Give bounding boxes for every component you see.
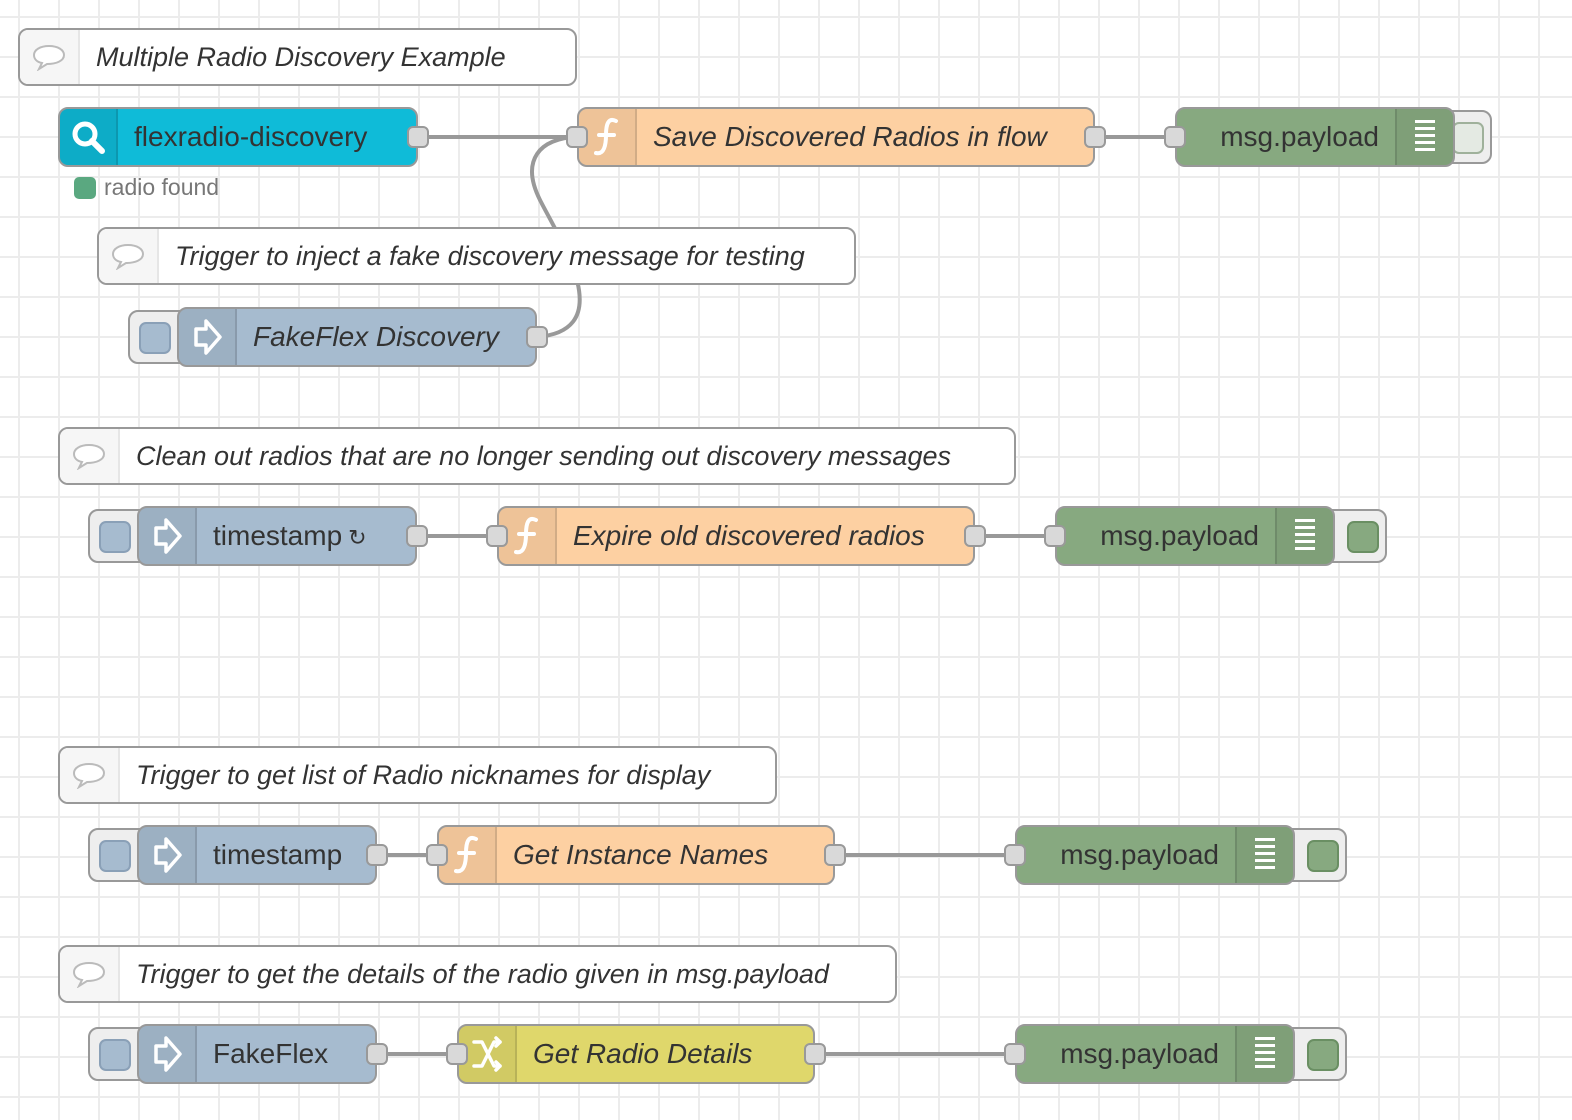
output-port[interactable] xyxy=(824,844,846,866)
debug-toggle-indicator xyxy=(1307,840,1339,872)
output-port[interactable] xyxy=(1084,126,1106,148)
debug-node[interactable]: msg.payload xyxy=(1015,825,1295,885)
node-label: msg.payload xyxy=(1100,520,1259,551)
comment-icon xyxy=(60,429,120,483)
switch-icon xyxy=(459,1026,517,1082)
comment-icon xyxy=(60,748,120,802)
input-port[interactable] xyxy=(426,844,448,866)
inject-trigger-button[interactable] xyxy=(88,1027,144,1081)
timestamp-inject-node[interactable]: timestamp xyxy=(137,825,377,885)
input-port[interactable] xyxy=(1004,1043,1026,1065)
node-label: flexradio-discovery xyxy=(134,121,368,152)
fakeflex-inject-node[interactable]: FakeFlex xyxy=(137,1024,377,1084)
debug-node[interactable]: msg.payload xyxy=(1175,107,1455,167)
node-label: msg.payload xyxy=(1060,839,1219,870)
search-icon xyxy=(60,109,118,165)
input-port[interactable] xyxy=(446,1043,468,1065)
debug-toggle-button[interactable] xyxy=(1331,509,1387,563)
timestamp-repeat-inject-node[interactable]: timestamp↻ xyxy=(137,506,417,566)
debug-node[interactable]: msg.payload xyxy=(1055,506,1335,566)
comment-icon xyxy=(20,30,80,84)
inject-arrow-icon xyxy=(139,508,197,564)
inject-trigger-indicator xyxy=(99,1039,131,1071)
comment-label: Trigger to get list of Radio nicknames f… xyxy=(136,759,711,790)
function-icon xyxy=(579,109,637,165)
output-port[interactable] xyxy=(407,126,429,148)
output-port[interactable] xyxy=(526,326,548,348)
comment-node[interactable]: Trigger to inject a fake discovery messa… xyxy=(97,227,856,285)
comment-label: Trigger to get the details of the radio … xyxy=(136,958,829,989)
inject-trigger-indicator xyxy=(99,521,131,553)
inject-trigger-button[interactable] xyxy=(88,509,144,563)
save-discovered-radios-node[interactable]: Save Discovered Radios in flow xyxy=(577,107,1095,167)
inject-trigger-button[interactable] xyxy=(88,828,144,882)
function-icon xyxy=(439,827,497,883)
debug-toggle-button[interactable] xyxy=(1291,828,1347,882)
inject-trigger-indicator xyxy=(99,840,131,872)
flexradio-discovery-node[interactable]: flexradio-discovery xyxy=(58,107,418,167)
node-label: msg.payload xyxy=(1220,121,1379,152)
node-label: timestamp↻ xyxy=(197,520,367,552)
output-port[interactable] xyxy=(366,1043,388,1065)
node-label: msg.payload xyxy=(1060,1038,1219,1069)
comment-label: Multiple Radio Discovery Example xyxy=(96,41,506,72)
status-text: radio found xyxy=(104,174,220,200)
comment-node[interactable]: Trigger to get the details of the radio … xyxy=(58,945,897,1003)
inject-arrow-icon xyxy=(139,1026,197,1082)
input-port[interactable] xyxy=(566,126,588,148)
comment-node[interactable]: Multiple Radio Discovery Example xyxy=(18,28,577,86)
fakeflex-discovery-inject-node[interactable]: FakeFlex Discovery xyxy=(177,307,537,367)
repeat-icon: ↻ xyxy=(348,525,367,550)
comment-node[interactable]: Trigger to get list of Radio nicknames f… xyxy=(58,746,777,804)
input-port[interactable] xyxy=(486,525,508,547)
debug-toggle-indicator xyxy=(1347,521,1379,553)
input-port[interactable] xyxy=(1164,126,1186,148)
node-label: Expire old discovered radios xyxy=(573,520,925,551)
node-label: Save Discovered Radios in flow xyxy=(653,121,1047,152)
get-radio-details-node[interactable]: Get Radio Details xyxy=(457,1024,815,1084)
node-label: FakeFlex xyxy=(213,1038,329,1069)
debug-toggle-indicator xyxy=(1452,122,1484,154)
node-label: FakeFlex Discovery xyxy=(253,321,499,352)
list-icon xyxy=(1235,1026,1293,1082)
list-icon xyxy=(1275,508,1333,564)
list-icon xyxy=(1235,827,1293,883)
debug-toggle-indicator xyxy=(1307,1039,1339,1071)
function-icon xyxy=(499,508,557,564)
status-indicator: radio found xyxy=(74,174,219,201)
debug-toggle-button[interactable] xyxy=(1291,1027,1347,1081)
comment-label: Trigger to inject a fake discovery messa… xyxy=(175,240,805,271)
status-dot xyxy=(74,176,96,199)
node-label: Get Radio Details xyxy=(533,1038,753,1069)
debug-node[interactable]: msg.payload xyxy=(1015,1024,1295,1084)
get-instance-names-node[interactable]: Get Instance Names xyxy=(437,825,835,885)
output-port[interactable] xyxy=(964,525,986,547)
node-label-text: timestamp xyxy=(213,520,343,551)
comment-node[interactable]: Clean out radios that are no longer send… xyxy=(58,427,1016,485)
inject-trigger-indicator xyxy=(139,322,171,354)
list-icon xyxy=(1395,109,1453,165)
node-label: timestamp xyxy=(213,839,343,870)
output-port[interactable] xyxy=(366,844,388,866)
expire-old-radios-node[interactable]: Expire old discovered radios xyxy=(497,506,975,566)
inject-arrow-icon xyxy=(179,309,237,365)
input-port[interactable] xyxy=(1044,525,1066,547)
node-label: Get Instance Names xyxy=(513,839,769,870)
inject-trigger-button[interactable] xyxy=(128,310,184,364)
comment-label: Clean out radios that are no longer send… xyxy=(136,440,951,471)
output-port[interactable] xyxy=(406,525,428,547)
input-port[interactable] xyxy=(1004,844,1026,866)
output-port[interactable] xyxy=(804,1043,826,1065)
comment-icon xyxy=(60,947,120,1001)
comment-icon xyxy=(99,229,159,283)
inject-arrow-icon xyxy=(139,827,197,883)
